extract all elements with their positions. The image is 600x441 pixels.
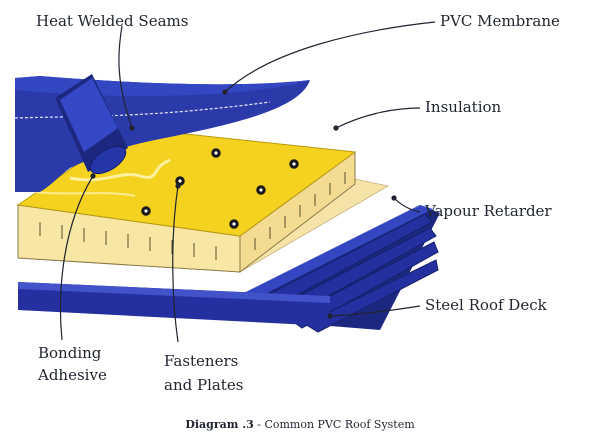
pvc-membrane: [14, 74, 310, 192]
leader-lines: [59, 21, 436, 343]
label-and-plates: and Plates: [164, 376, 243, 394]
label-adhesive: Adhesive: [37, 366, 107, 384]
label-heat-welded-seams: Heat Welded Seams: [36, 12, 188, 30]
label-bonding: Bonding: [38, 344, 102, 362]
steel-roof-deck: [18, 205, 440, 333]
caption-prefix: Diagram .3: [185, 418, 253, 431]
label-vapour-retarder: Vapour Retarder: [424, 202, 552, 220]
label-pvc-membrane: PVC Membrane: [440, 12, 560, 30]
caption-text: Common PVC Roof System: [264, 418, 415, 431]
label-insulation: Insulation: [425, 98, 502, 116]
label-steel-roof-deck: Steel Roof Deck: [425, 296, 548, 314]
label-fasteners: Fasteners: [164, 352, 238, 370]
membrane-roll: [55, 74, 128, 175]
diagram-caption: Diagram .3 - Common PVC Roof System: [185, 418, 415, 431]
caption-separator: -: [254, 418, 265, 431]
